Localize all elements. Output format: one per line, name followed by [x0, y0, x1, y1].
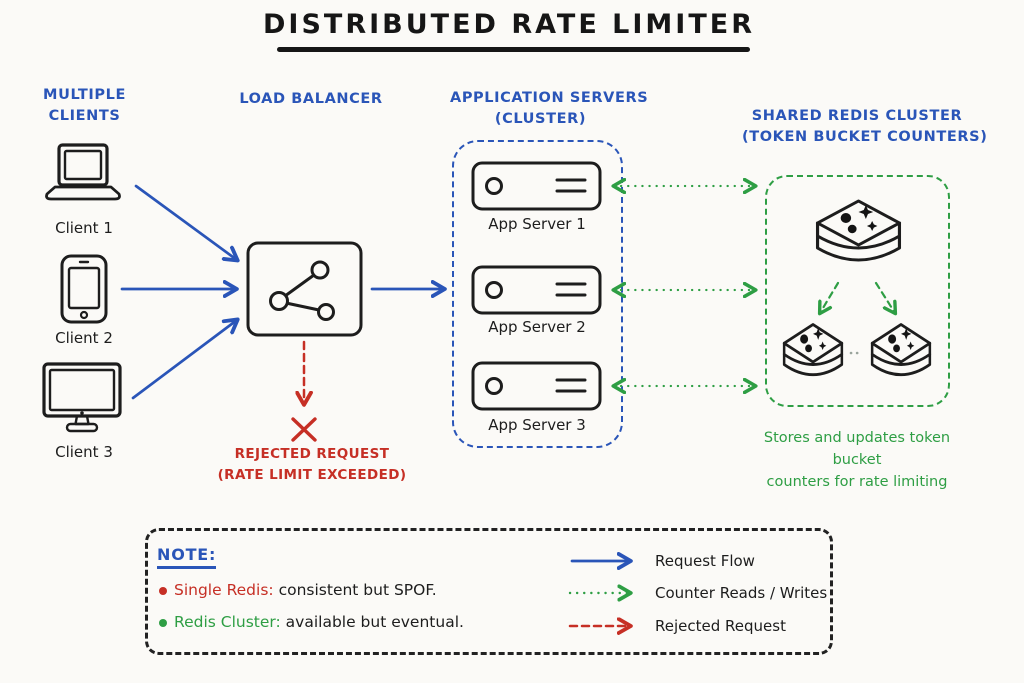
redis-heading-line2: (TOKEN BUCKET COUNTERS) [742, 129, 988, 145]
note-item-redis-cluster: Redis Cluster: available but eventual. [174, 613, 464, 631]
page-title: DISTRIBUTED RATE LIMITER [262, 9, 756, 40]
redis-stack-icon [782, 323, 844, 377]
share-nodes-icon [246, 241, 363, 337]
clients-heading: MULTIPLE CLIENTS [12, 85, 157, 127]
note-term-single-redis: Single Redis: [174, 581, 274, 599]
note-term-redis-cluster: Redis Cluster: [174, 613, 281, 631]
redis-heading-line1: SHARED REDIS CLUSTER [751, 108, 963, 124]
legend-label-request-flow: Request Flow [655, 552, 755, 570]
rejected-request-line1: REJECTED REQUEST [234, 446, 390, 462]
note-item-single-redis: Single Redis: consistent but SPOF. [174, 581, 437, 599]
bullet-icon [159, 619, 167, 627]
client-2-label: Client 2 [55, 329, 113, 347]
redis-caption-line1: Stores and updates token bucket [763, 430, 951, 468]
app-server-3-label: App Server 3 [488, 416, 586, 434]
rejected-request-line2: (RATE LIMIT EXCEEDED) [217, 467, 407, 483]
monitor-icon [42, 362, 122, 433]
redis-replication-arrows [820, 281, 895, 313]
bullet-icon [159, 587, 167, 595]
clients-heading-line1: MULTIPLE [43, 87, 126, 103]
app-server-2-label: App Server 2 [488, 318, 586, 336]
app-servers-heading-line2: (CLUSTER) [494, 111, 587, 127]
laptop-icon [45, 143, 121, 201]
redis-caption: Stores and updates token bucket counters… [740, 427, 974, 493]
redis-stack-icon [870, 323, 932, 377]
counter-reads-writes-arrows [614, 186, 755, 386]
legend-label-rejected-request: Rejected Request [655, 617, 786, 635]
server-icon [471, 361, 602, 411]
note-heading: NOTE: [157, 545, 217, 569]
x-mark-icon [291, 417, 317, 442]
redis-caption-line2: counters for rate limiting [766, 474, 948, 490]
redis-stack-icon [815, 199, 902, 262]
redis-cluster-heading: SHARED REDIS CLUSTER (TOKEN BUCKET COUNT… [742, 106, 988, 148]
note-desc-single-redis: consistent but SPOF. [278, 581, 437, 599]
server-icon [471, 161, 602, 211]
legend-label-counter-reads-writes: Counter Reads / Writes [655, 584, 828, 602]
title-underline [277, 47, 750, 52]
load-balancer-heading: LOAD BALANCER [239, 91, 383, 107]
note-desc-redis-cluster: available but eventual. [285, 613, 464, 631]
server-icon [471, 265, 602, 315]
app-servers-heading: APPLICATION SERVERS (CLUSTER) [450, 88, 649, 130]
client-3-label: Client 3 [55, 443, 113, 461]
client-1-label: Client 1 [55, 219, 113, 237]
request-flow-arrows [120, 184, 444, 400]
redis-cluster-box [765, 175, 950, 407]
rejected-request-label: REJECTED REQUEST (RATE LIMIT EXCEEDED) [212, 444, 412, 486]
note-box [145, 528, 833, 655]
app-servers-heading-line1: APPLICATION SERVERS [450, 90, 649, 106]
smartphone-icon [60, 254, 108, 324]
app-server-1-label: App Server 1 [488, 215, 586, 233]
clients-heading-line2: CLIENTS [48, 108, 121, 124]
